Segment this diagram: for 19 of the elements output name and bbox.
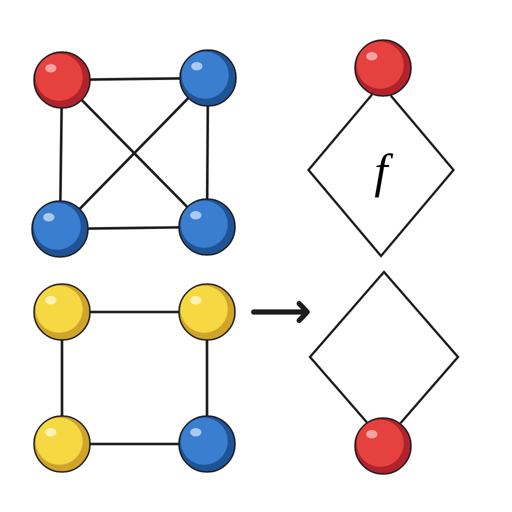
- sphere: [354, 417, 412, 475]
- sphere: [178, 198, 236, 256]
- connector-line: [60, 339, 64, 417]
- sphere: [178, 283, 236, 341]
- sphere: [354, 39, 412, 97]
- sphere: [179, 49, 237, 107]
- connector-line: [206, 105, 210, 200]
- sphere: [31, 200, 89, 258]
- connector-line: [89, 77, 181, 81]
- sphere: [33, 415, 91, 473]
- connector-line: [87, 226, 180, 230]
- connector-line: [206, 339, 208, 417]
- connector-line: [89, 442, 180, 446]
- arrow: [251, 300, 310, 324]
- connector-line: [59, 107, 63, 202]
- connector-line: [89, 310, 180, 314]
- sphere: [33, 51, 91, 109]
- sphere: [33, 283, 91, 341]
- sphere: [178, 415, 236, 473]
